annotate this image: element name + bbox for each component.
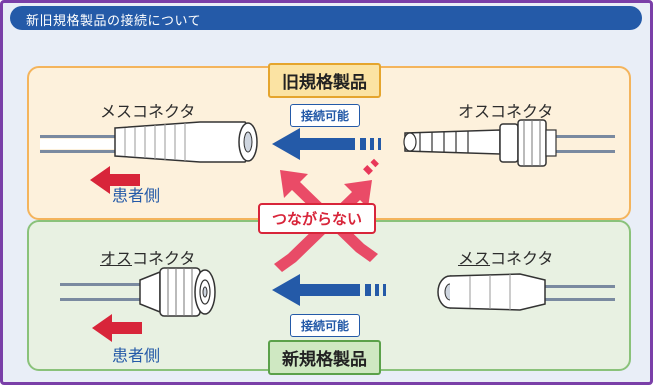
old-right-label: オスコネクタ <box>458 102 554 121</box>
new-spec-title: 新規格製品 <box>268 340 381 375</box>
header-bar: 新旧規格製品の接続について <box>10 6 642 30</box>
new-left-label-main: オス <box>100 249 133 268</box>
old-patient-label: 患者側 <box>112 186 161 205</box>
header-title: 新旧規格製品の接続について <box>26 14 202 29</box>
new-male-connector-icon <box>60 267 216 317</box>
new-right-label-suffix: コネクタ <box>490 249 554 268</box>
old-connect-arrow-icon <box>272 128 381 160</box>
old-female-connector-icon <box>40 121 258 163</box>
new-patient-arrow-icon <box>92 314 142 342</box>
old-male-connector-icon <box>403 119 615 167</box>
new-left-label-suffix: コネクタ <box>132 249 196 268</box>
cannot-connect-label: つながらない <box>258 203 377 234</box>
new-right-label-main: メス <box>458 249 491 268</box>
old-connect-label: 接続可能 <box>290 104 361 127</box>
new-patient-label: 患者側 <box>112 346 161 365</box>
new-connect-arrow-icon <box>272 274 386 306</box>
new-right-label: メスコネクタ <box>458 245 553 269</box>
new-female-connector-icon <box>437 273 615 311</box>
new-left-label: オスコネクタ <box>100 245 195 269</box>
old-patient-arrow-icon <box>90 166 140 194</box>
new-connect-label: 接続可能 <box>290 314 361 337</box>
old-left-label: メスコネクタ <box>100 102 196 121</box>
old-spec-title: 旧規格製品 <box>268 63 381 98</box>
